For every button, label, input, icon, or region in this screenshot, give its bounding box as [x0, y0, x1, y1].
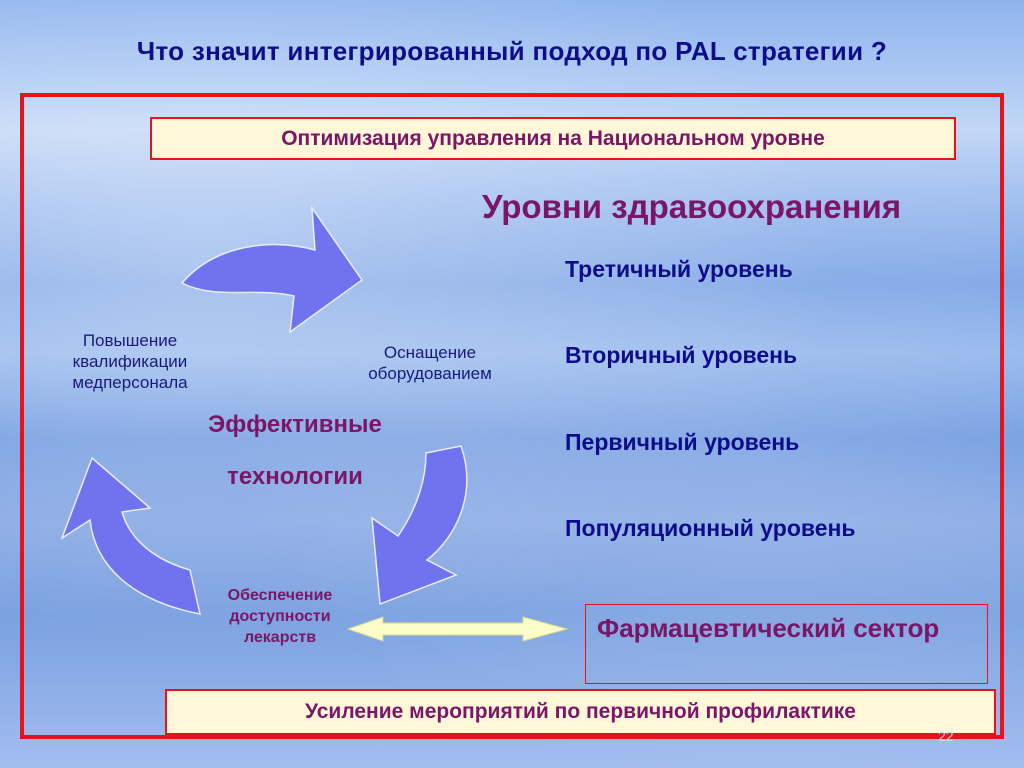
cycle-label-qualification: Повышение квалификации медперсонала	[72, 331, 188, 392]
content-frame	[20, 93, 1004, 739]
top-box: Оптимизация управления на Национальном у…	[150, 117, 956, 160]
slide-title: Что значит интегрированный подход по PAL…	[136, 36, 888, 66]
cycle-label-medicines: Обеспечение доступности лекарств	[227, 587, 333, 646]
double-arrow-icon	[346, 616, 569, 642]
cycle-arrow-left-icon	[60, 456, 201, 615]
level-primary: Первичный уровень	[565, 429, 800, 455]
pharm-sector-box: Фармацевтический сектор	[585, 604, 988, 684]
cycle-arrow-right-icon	[371, 445, 468, 606]
levels-title: Уровни здравоохранения	[482, 188, 902, 225]
cycle-arrow-top-icon	[180, 205, 364, 334]
cycle-center-line2: технологии	[227, 463, 363, 490]
cycle-center-line1: Эффективные	[208, 411, 382, 438]
page-number: 22	[938, 728, 954, 744]
level-tertiary: Третичный уровень	[565, 256, 793, 282]
cycle-label-equipment: Оснащение оборудованием	[368, 343, 492, 383]
level-secondary: Вторичный уровень	[565, 342, 798, 368]
level-population: Популяционный уровень	[565, 515, 856, 541]
bottom-box: Усиление мероприятий по первичной профил…	[165, 689, 996, 735]
